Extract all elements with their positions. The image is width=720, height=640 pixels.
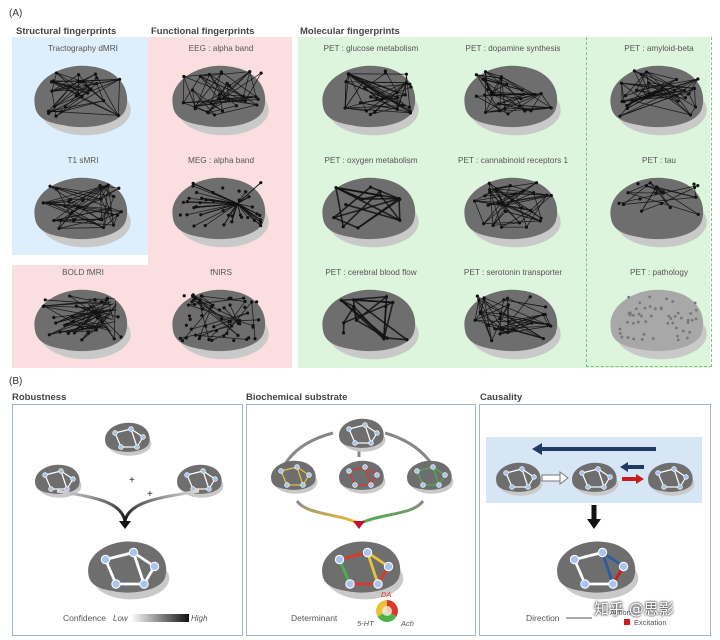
brain-network — [34, 177, 131, 248]
fingerprint-label: MEG : alpha band — [188, 156, 254, 165]
brain-network — [34, 65, 131, 136]
direction-label: Direction — [526, 613, 560, 623]
brain-network — [172, 65, 269, 136]
pathology-divider — [586, 37, 712, 367]
brain-network — [464, 65, 561, 136]
fingerprint-tile: PET : oxygen metabolism — [300, 150, 442, 264]
excitation-swatch — [624, 619, 630, 625]
brain-icon — [339, 418, 386, 452]
fingerprint-label: Tractography dMRI — [48, 44, 118, 53]
fingerprint-tile: PET : dopamine synthesis — [442, 38, 584, 152]
action-label: Action — [610, 608, 631, 617]
ach-label: Ach — [400, 619, 414, 628]
high-label: High — [191, 614, 208, 623]
determinant-label: Determinant — [291, 613, 338, 623]
brain-icon — [572, 462, 619, 496]
fingerprint-label: PET : amyloid-beta — [624, 44, 694, 53]
fingerprint-label: EEG : alpha band — [188, 44, 254, 53]
brain-network — [322, 289, 419, 360]
plus-sign-2: + — [147, 489, 153, 500]
confidence-bar — [131, 614, 189, 622]
brain-icon-acetylcholine — [407, 460, 454, 494]
biochemical-title: Biochemical substrate — [246, 392, 348, 403]
biochemical-diagram: Determinant DA 5-HT Ach — [271, 418, 454, 628]
brain-network — [172, 177, 269, 248]
fingerprint-label: PET : cerebral blood flow — [325, 268, 417, 277]
brain-icon-serotonin — [271, 460, 318, 494]
fingerprint-tile: PET : serotonin transporter — [442, 262, 584, 376]
structural-title: Structural fingerprints — [16, 26, 117, 37]
brain-network — [610, 177, 707, 248]
fingerprint-tile: fNIRS — [150, 262, 292, 376]
functional-title: Functional fingerprints — [151, 26, 255, 37]
brain-icon — [105, 422, 152, 456]
fingerprint-label: PET : serotonin transporter — [463, 268, 563, 277]
brain-icon — [322, 541, 404, 600]
brain-icon — [496, 462, 543, 496]
fingerprint-tile: T1 sMRI — [12, 150, 154, 264]
brain-network — [322, 65, 419, 136]
fingerprint-label: PET : glucose metabolism — [323, 44, 419, 53]
fingerprint-tile: PET : amyloid-beta — [588, 38, 720, 152]
brain-icon — [88, 541, 170, 600]
robustness-diagram: + + Confidence Low High — [35, 422, 224, 623]
brain-network — [34, 289, 131, 360]
fingerprint-tile: PET : cerebral blood flow — [300, 262, 442, 376]
fingerprint-tile: PET : tau — [588, 150, 720, 264]
brain-network — [464, 289, 561, 360]
fingerprint-tile: PET : cannabinoid receptors 1 — [442, 150, 584, 264]
brain-icon — [557, 541, 639, 600]
fingerprint-label: PET : oxygen metabolism — [324, 156, 418, 165]
fingerprint-label: T1 sMRI — [67, 156, 99, 165]
brain-icon — [648, 462, 695, 496]
fingerprint-tile: PET : glucose metabolism — [300, 38, 442, 152]
brain-network — [322, 177, 419, 248]
brain-network — [172, 289, 269, 360]
panel-a-letter: (A) — [9, 8, 23, 19]
molecular-title: Molecular fingerprints — [300, 26, 400, 37]
biochemical-box: Determinant DA 5-HT Ach — [246, 404, 476, 636]
brain-icon-dopamine — [339, 460, 386, 494]
robustness-box: + + Confidence Low High — [12, 404, 243, 636]
confidence-label: Confidence — [63, 613, 106, 623]
panel-b-letter: (B) — [9, 376, 23, 387]
robustness-title: Robustness — [12, 392, 67, 403]
causality-title: Causality — [480, 392, 523, 403]
da-label: DA — [381, 590, 391, 599]
brain-network — [464, 177, 561, 248]
fingerprint-tile: BOLD fMRI — [12, 262, 154, 376]
fingerprint-tile: PET : pathology — [588, 262, 720, 376]
fingerprint-label: fNIRS — [210, 268, 232, 277]
fingerprint-tile: EEG : alpha band — [150, 38, 292, 152]
fingerprint-label: PET : pathology — [629, 268, 689, 277]
ht-label: 5-HT — [357, 619, 375, 628]
watermark: 知乎 @思影 — [594, 600, 674, 618]
color-wheel — [376, 600, 398, 622]
brain-network — [610, 65, 707, 136]
causality-diagram: Direction Action Excitation — [486, 437, 702, 627]
causality-box: Direction Action Excitation — [479, 404, 711, 636]
low-label: Low — [113, 614, 129, 623]
fingerprint-label: PET : dopamine synthesis — [465, 44, 561, 53]
plus-sign-1: + — [129, 475, 135, 486]
brain-network — [610, 289, 707, 360]
excitation-label: Excitation — [634, 618, 667, 627]
fingerprint-label: PET : tau — [642, 156, 676, 165]
fingerprint-tile: Tractography dMRI — [12, 38, 154, 152]
brain-icon — [35, 464, 82, 498]
fingerprint-label: BOLD fMRI — [62, 268, 104, 277]
fingerprint-label: PET : cannabinoid receptors 1 — [458, 156, 568, 165]
fingerprint-tile: MEG : alpha band — [150, 150, 292, 264]
